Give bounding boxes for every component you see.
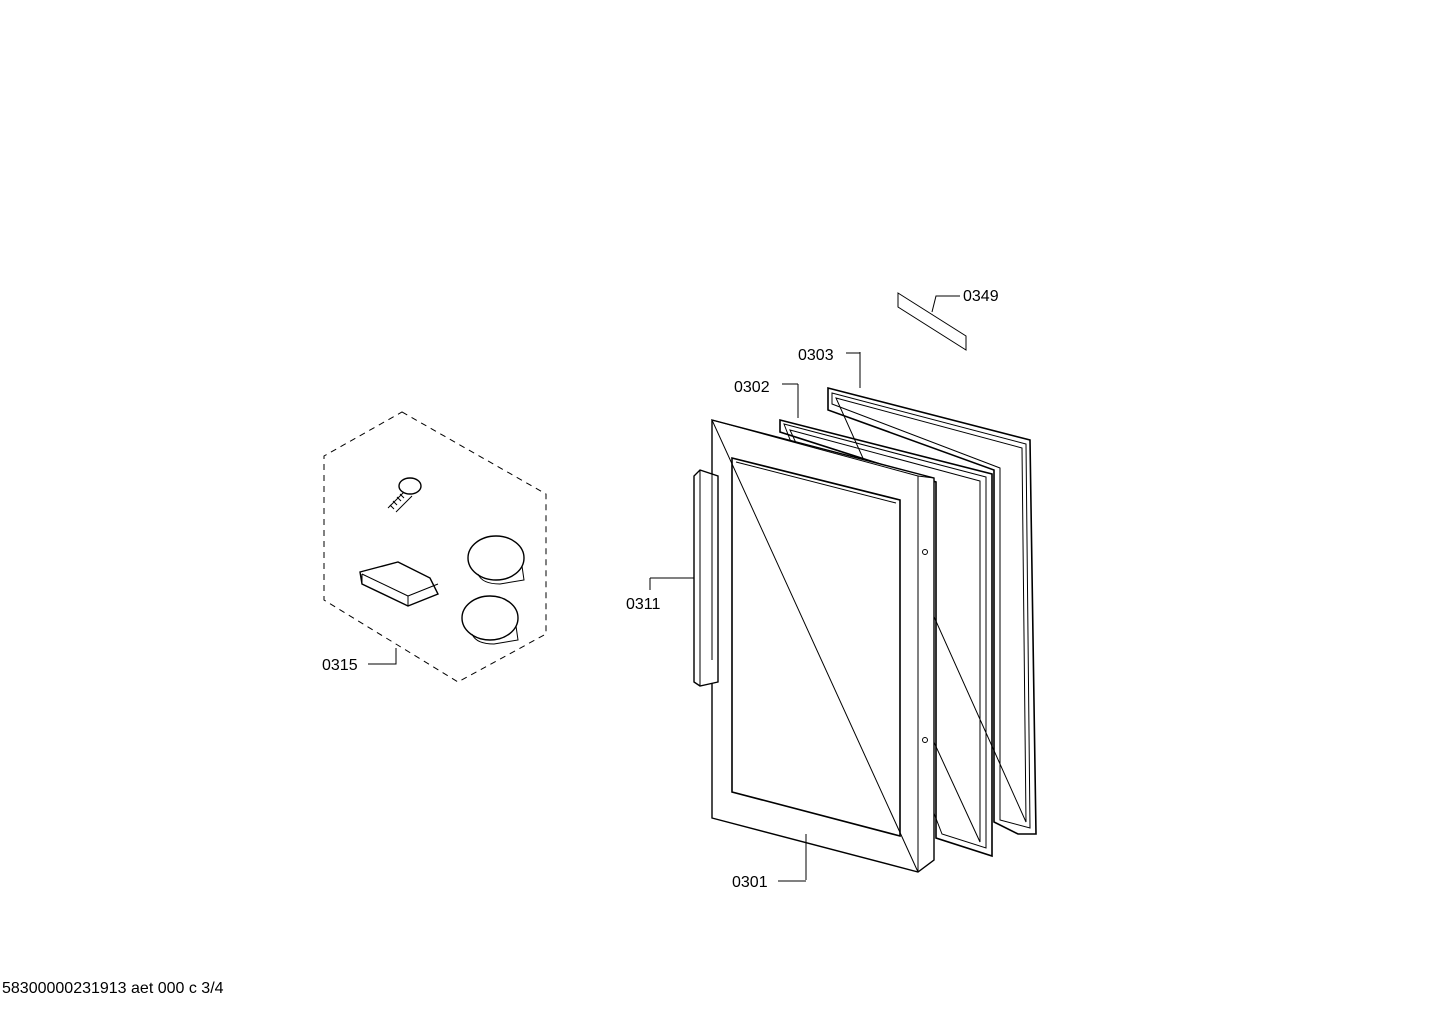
part-0315-accessory-kit	[323, 411, 547, 683]
label-0303: 0303	[798, 347, 834, 364]
part-0311-handle	[649, 469, 719, 687]
label-0301: 0301	[732, 874, 768, 891]
block-icon	[359, 561, 439, 607]
label-0349: 0349	[963, 288, 999, 305]
part-0349-strip	[897, 292, 967, 351]
cap-icon-upper	[467, 535, 525, 585]
document-id-footer: 58300000231913 aet 000 c 3/4	[2, 980, 224, 997]
label-0302: 0302	[734, 379, 770, 396]
screw-icon	[387, 477, 422, 513]
label-0311: 0311	[626, 596, 661, 613]
label-0315: 0315	[322, 657, 358, 674]
part-0301-door	[711, 419, 935, 882]
cap-icon-lower	[461, 595, 519, 645]
